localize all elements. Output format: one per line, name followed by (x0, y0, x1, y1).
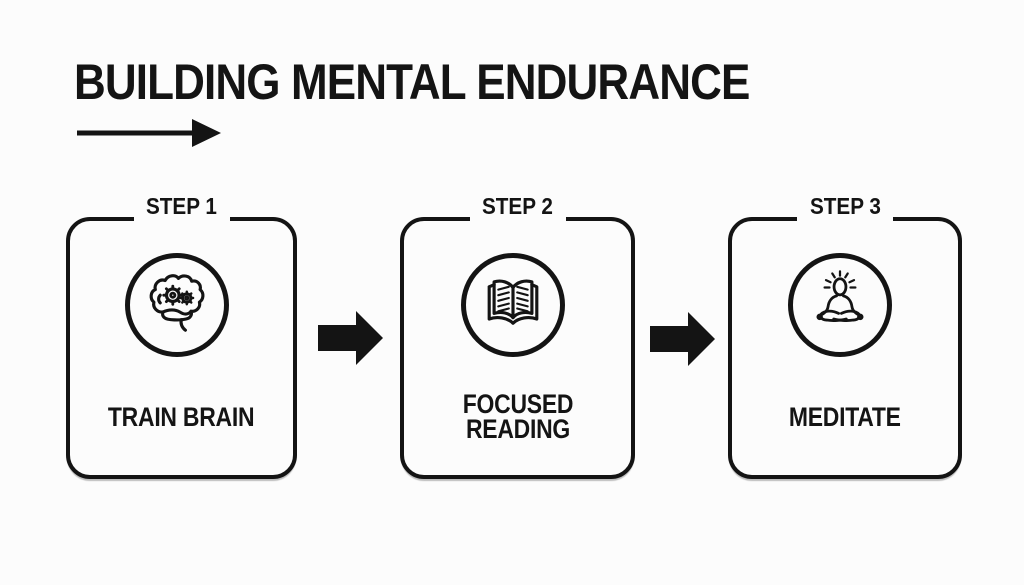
title-underline-arrow-icon (76, 117, 222, 149)
border-gap (797, 213, 893, 225)
step-2-icon-circle (460, 253, 565, 357)
border-gap (469, 213, 566, 225)
flow-arrow-icon (318, 310, 384, 366)
step-1-label: STEP 1 (146, 193, 217, 219)
step-card-1: STEP 1 (66, 195, 297, 479)
step-2-name: FOCUSED READING (462, 389, 573, 444)
step-card-3: STEP 3 (728, 195, 962, 479)
open-book-icon (487, 279, 538, 325)
flow-arrow-icon (650, 311, 716, 367)
step-1-icon-circle (124, 253, 229, 357)
step-3-label: STEP 3 (809, 193, 881, 219)
page-title: BUILDING MENTAL ENDURANCE (74, 54, 750, 110)
step-1-name: TRAIN BRAIN (108, 401, 255, 432)
meditation-lotus-icon (816, 270, 864, 322)
brain-gears-icon (149, 274, 204, 332)
step-3-name: MEDITATE (789, 401, 901, 432)
step-2-label: STEP 2 (482, 193, 553, 219)
step-3-icon-circle (788, 253, 892, 357)
step-card-2: STEP 2 (400, 195, 635, 479)
border-gap (133, 213, 230, 225)
